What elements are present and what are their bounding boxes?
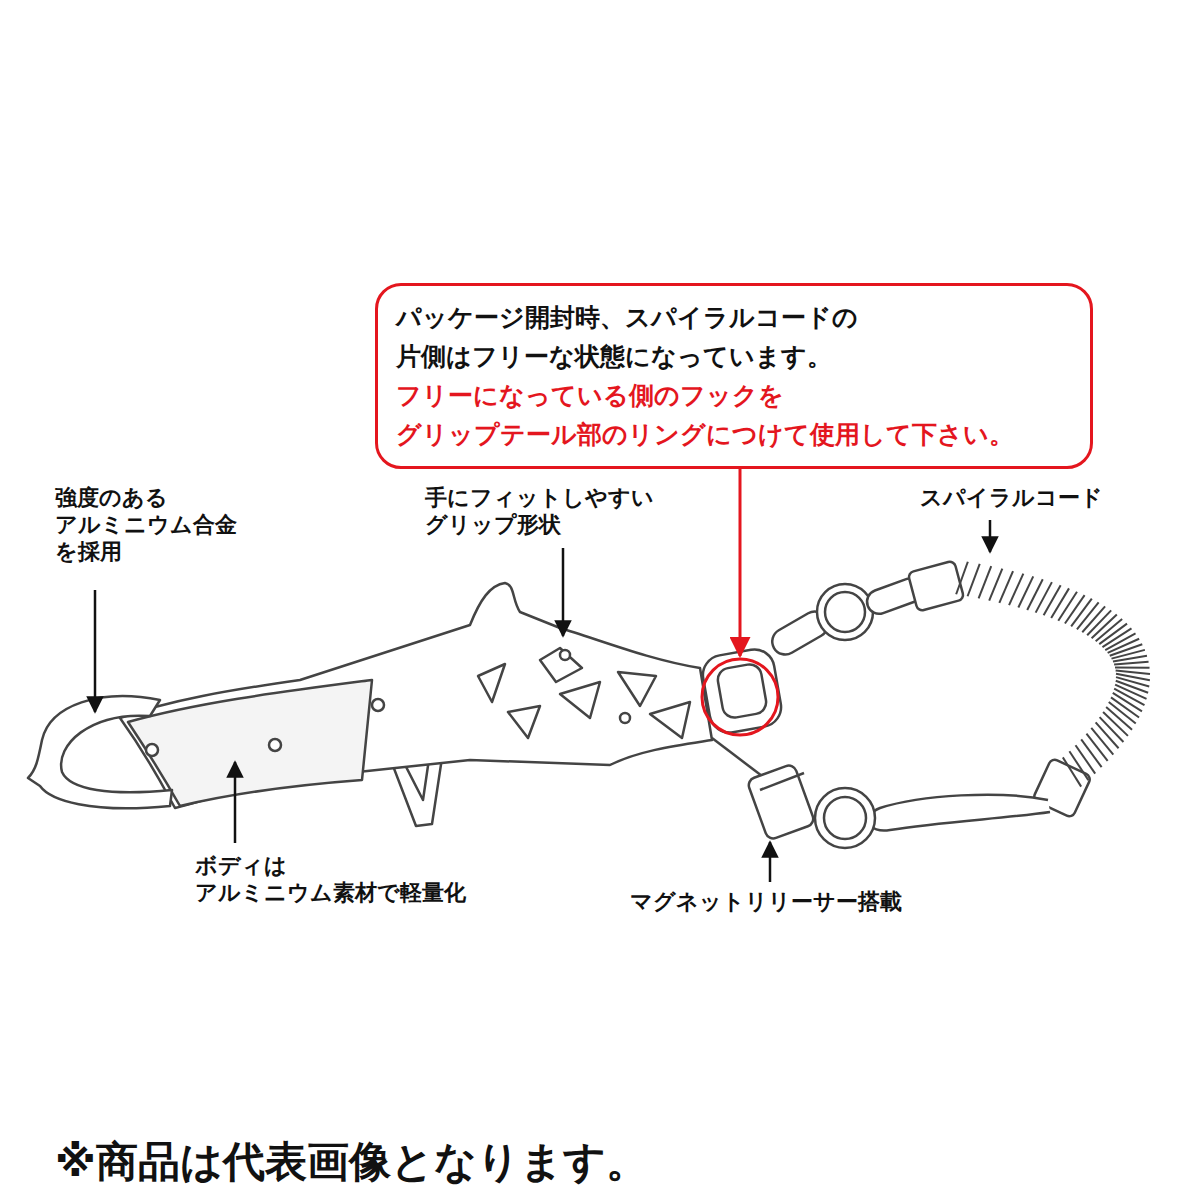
tail-ring	[700, 646, 784, 735]
screw	[372, 699, 384, 711]
coil-winding	[1096, 722, 1119, 748]
screw	[146, 744, 158, 756]
grip-hole	[560, 682, 600, 718]
leader-arrow	[562, 548, 565, 636]
coil-winding	[968, 564, 980, 596]
coil-winding	[1116, 670, 1150, 674]
side-plate	[128, 680, 372, 806]
split-ring	[824, 797, 866, 839]
coil-winding	[1091, 728, 1113, 755]
coil-winding	[1036, 582, 1052, 612]
coil-winding	[1044, 585, 1061, 615]
lanyard	[712, 560, 1092, 848]
coil-winding	[1086, 734, 1107, 761]
spiral-cord	[956, 562, 1150, 787]
coil-winding	[1058, 592, 1077, 621]
jaw	[28, 696, 172, 808]
coil-winding	[989, 569, 1002, 601]
tail-ring-inner	[716, 663, 768, 720]
part-label: 強度のある アルミニウム合金 を採用	[55, 484, 239, 565]
leader-lines	[95, 520, 990, 882]
grip-hole	[508, 706, 540, 738]
grip-hole	[650, 702, 690, 738]
magnet-releaser-seam	[760, 773, 804, 790]
coil-winding	[999, 571, 1013, 603]
coil-winding	[1063, 757, 1081, 786]
wire	[712, 738, 762, 776]
split-ring	[817, 584, 873, 640]
leader-arrow	[94, 590, 97, 712]
leader-arrow	[234, 762, 237, 843]
coil-winding	[1051, 588, 1069, 618]
coil-winding	[1065, 595, 1085, 623]
screw	[620, 713, 630, 723]
cord-end	[908, 560, 965, 611]
fish-grip	[28, 583, 784, 826]
coil-winding	[1113, 656, 1147, 662]
screw	[269, 739, 281, 751]
callout-circle	[702, 659, 778, 735]
instruction-text: フリーになっている側のフックを グリップテール部のリングにつけて使用して下さい。	[396, 376, 1016, 454]
coil-winding	[1114, 662, 1148, 665]
part-label: スパイラルコード	[920, 484, 1105, 511]
caption: ※商品は代表画像となります。	[55, 1136, 648, 1188]
coil-winding	[956, 562, 968, 594]
grip-body	[120, 583, 712, 808]
coil-winding	[1081, 739, 1101, 767]
grip-hole	[540, 648, 582, 682]
split-ring	[815, 788, 875, 848]
magnet-releaser	[747, 763, 816, 840]
part-label: マグネットリリーサー搭載	[630, 888, 904, 915]
grip-hole	[618, 672, 656, 706]
coil-winding	[1076, 745, 1096, 773]
split-ring	[825, 592, 865, 632]
callout-mark	[702, 462, 778, 735]
callout-arrow	[739, 462, 742, 656]
leader-arrow	[769, 842, 772, 882]
coil-winding	[1115, 666, 1150, 668]
leader-arrow	[989, 520, 992, 552]
callout-box: パッケージ開封時、スパイラルコードの 片側はフリーな状態になっています。フリーに…	[375, 283, 1093, 469]
grip-hole	[478, 664, 505, 702]
part-label: ボディは アルミニウム素材で軽量化	[195, 852, 468, 906]
carabiner	[869, 795, 1050, 831]
part-label: 手にフィットしやすい グリップ形状	[425, 484, 656, 538]
screw	[560, 650, 570, 660]
note-text: パッケージ開封時、スパイラルコードの 片側はフリーな状態になっています。	[396, 298, 860, 376]
coil-winding	[1069, 751, 1088, 780]
coil-winding	[979, 566, 992, 598]
